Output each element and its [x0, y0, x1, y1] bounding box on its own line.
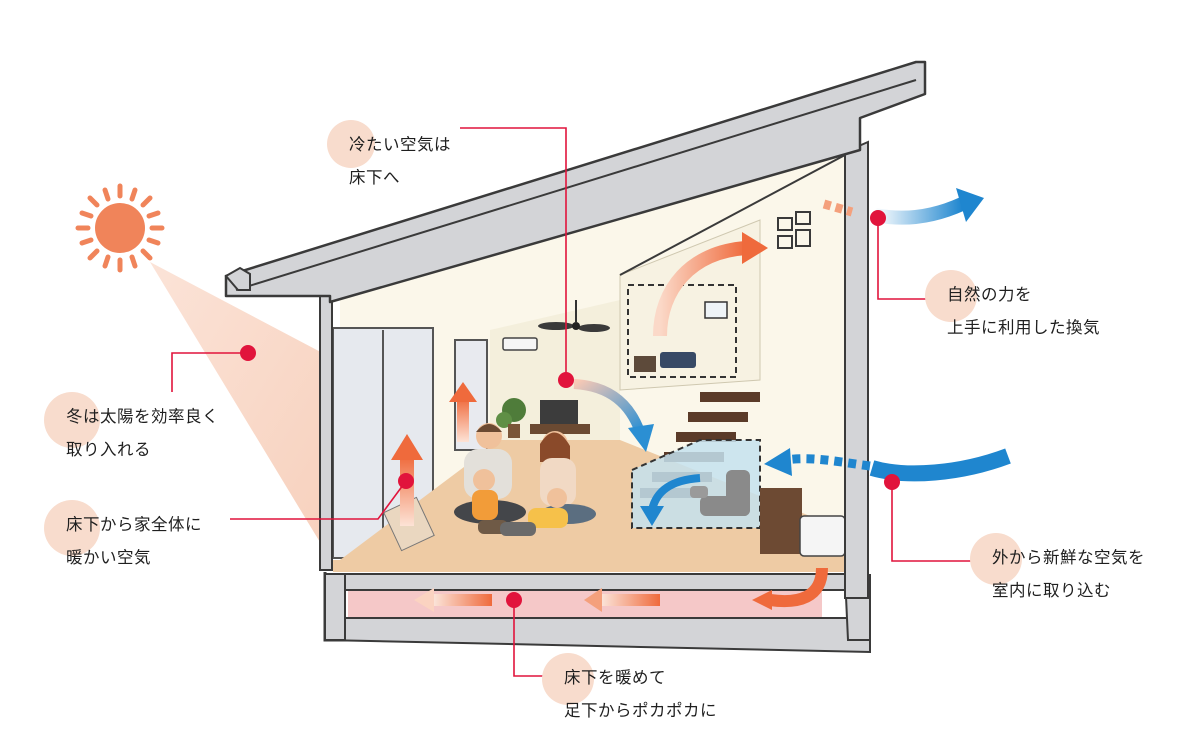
sunlight-beam	[150, 262, 332, 562]
ceiling-fan-icon	[538, 300, 610, 332]
wall-frames	[777, 211, 811, 249]
callout-floor-heat: 床下を暖めて足下からポカポカに	[542, 653, 717, 720]
roof	[224, 60, 927, 304]
plant-icon	[496, 398, 526, 438]
leader-lines	[171, 127, 984, 677]
air-conditioner-icon	[502, 337, 538, 351]
underfloor-space	[348, 590, 822, 618]
callout-fresh-air: 外から新鮮な空気を室内に取り込む	[970, 533, 1145, 600]
sofa	[690, 470, 750, 516]
callout-winter-sun: 冬は太陽を効率良く取り入れる	[44, 392, 219, 459]
television-icon	[540, 400, 578, 424]
callout-cold-air: 冷たい空気は床下へ	[327, 120, 451, 187]
family-illustration	[454, 423, 596, 536]
cool-air-arrows	[573, 188, 1011, 526]
sun-icon	[75, 183, 165, 273]
callout-warm-air: 床下から家全体に暖かい空気	[44, 500, 202, 567]
marker-dots	[240, 210, 900, 608]
warm-air-arrows	[391, 199, 854, 612]
floor	[333, 440, 845, 572]
callout-ventilation: 自然の力を上手に利用した換気	[925, 270, 1100, 337]
